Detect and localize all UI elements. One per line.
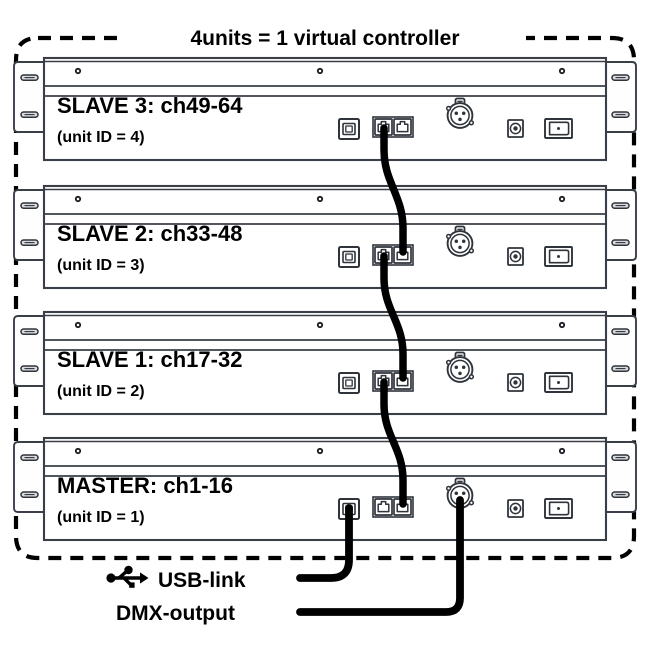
- panel-screw: [558, 195, 566, 203]
- rj45-link-pair[interactable]: [372, 116, 414, 138]
- title-backdrop: [124, 24, 526, 54]
- rj45-link-pair[interactable]: [372, 244, 414, 266]
- rack-ear-left: [13, 61, 45, 133]
- unit-id-label: (unit ID = 4): [57, 129, 145, 146]
- power-switch[interactable]: [544, 118, 573, 139]
- usb-b-port[interactable]: [338, 372, 360, 394]
- rack-ear-right: [605, 189, 637, 261]
- usb-b-port[interactable]: [338, 246, 360, 268]
- dc-barrel-jack[interactable]: [507, 119, 524, 138]
- unit-id-label: (unit ID = 1): [57, 509, 145, 526]
- panel-screw: [558, 321, 566, 329]
- rj45-link-pair[interactable]: [372, 370, 414, 392]
- panel-screw: [74, 67, 82, 75]
- link-cable-slave3-to-slave2: [380, 124, 407, 256]
- usb-b-port[interactable]: [338, 118, 360, 140]
- dmx-output-label: DMX-output: [116, 602, 235, 625]
- usb-trident-icon: [104, 564, 151, 590]
- unit-master[interactable]: MASTER: ch1-16 (unit ID = 1): [13, 436, 637, 542]
- rj45-link-right[interactable]: [393, 118, 412, 136]
- link-cable-slave2-to-slave1: [380, 252, 407, 382]
- unit-panel: [42, 436, 608, 542]
- panel-screw: [316, 67, 324, 75]
- rack-ear-left: [13, 189, 45, 261]
- output-cables: [296, 496, 464, 616]
- dc-barrel-jack[interactable]: [507, 499, 524, 518]
- panel-screw: [74, 321, 82, 329]
- unit-name-label: SLAVE 2: ch33-48: [57, 221, 242, 246]
- rack-ear-left: [13, 441, 45, 513]
- unit-panel: [42, 310, 608, 416]
- power-switch[interactable]: [544, 372, 573, 393]
- panel-screw: [316, 321, 324, 329]
- unit-name-label: SLAVE 3: ch49-64: [57, 93, 243, 118]
- panel-screw: [316, 447, 324, 455]
- unit-panel: [42, 184, 608, 290]
- power-switch[interactable]: [544, 246, 573, 267]
- usb-link-cable: [296, 504, 353, 582]
- usb-link-label: USB-link: [158, 569, 246, 592]
- panel-screw: [558, 67, 566, 75]
- link-cable-slave1-to-master: [380, 378, 407, 508]
- rack-ear-right: [605, 61, 637, 133]
- virtual-controller-boundary: [13, 35, 637, 561]
- diagram-title: 4units = 1 virtual controller: [191, 27, 460, 50]
- panel-screw: [74, 447, 82, 455]
- power-switch[interactable]: [544, 498, 573, 519]
- panel-screw: [316, 195, 324, 203]
- unit-panel: [42, 56, 608, 162]
- usb-link-legend: USB-link: [104, 564, 246, 592]
- unit-slave-3[interactable]: SLAVE 3: ch49-64 (unit ID = 4): [13, 56, 637, 162]
- rack-ear-left: [13, 315, 45, 387]
- rj45-link-left[interactable]: [374, 498, 393, 516]
- unit-slave-2[interactable]: SLAVE 2: ch33-48 (unit ID = 3): [13, 184, 637, 290]
- dmx-output-cable: [296, 496, 464, 616]
- panel-screw: [558, 447, 566, 455]
- rj45-link-pair[interactable]: [372, 496, 414, 518]
- unit-id-label: (unit ID = 2): [57, 383, 145, 400]
- unit-name-label: SLAVE 1: ch17-32: [57, 347, 242, 372]
- rack-ear-right: [605, 441, 637, 513]
- panel-screw: [74, 195, 82, 203]
- dc-barrel-jack[interactable]: [507, 373, 524, 392]
- dmx-output-legend: DMX-output: [116, 602, 235, 625]
- rack-ear-right: [605, 315, 637, 387]
- link-cable-chain: [380, 124, 407, 508]
- unit-name-label: MASTER: ch1-16: [57, 473, 233, 498]
- unit-id-label: (unit ID = 3): [57, 257, 145, 274]
- unit-slave-1[interactable]: SLAVE 1: ch17-32 (unit ID = 2): [13, 310, 637, 416]
- dc-barrel-jack[interactable]: [507, 247, 524, 266]
